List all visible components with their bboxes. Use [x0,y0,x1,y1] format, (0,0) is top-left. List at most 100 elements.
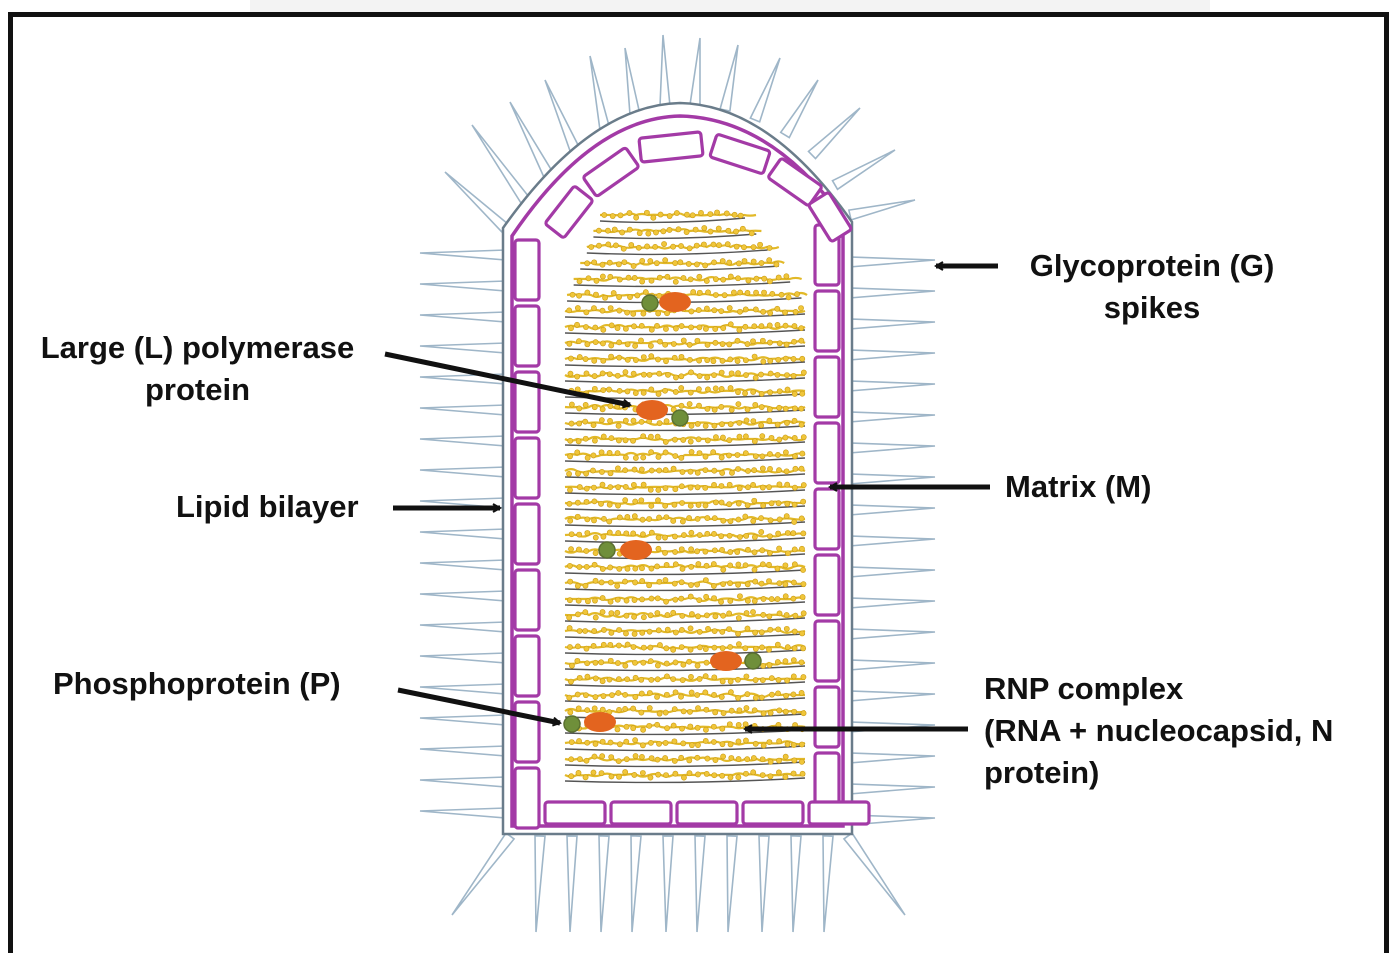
n-protein-bead [708,229,713,234]
n-protein-bead [616,707,621,712]
n-protein-bead [585,674,590,679]
n-protein-bead [585,740,590,745]
n-protein-bead [712,628,717,633]
n-protein-bead [567,625,572,630]
spike [759,836,769,932]
n-protein-bead [783,563,788,568]
n-protein-bead [712,675,717,680]
n-protein-bead [735,358,740,363]
n-protein-bead [799,546,804,551]
n-protein-bead [635,293,640,298]
spike [420,777,506,787]
label-glycoprotein-line1: Glycoprotein (G) [1012,245,1292,287]
n-protein-bead [649,677,654,682]
n-protein-bead [662,535,667,540]
n-protein-bead [616,438,621,443]
n-protein-bead [623,484,628,489]
n-protein-bead [737,534,742,539]
n-protein-bead [752,354,757,359]
n-protein-bead [632,660,637,665]
n-protein-bead [664,674,669,679]
n-protein-bead [633,455,638,460]
n-protein-bead [655,498,660,503]
n-protein-bead [657,642,662,647]
n-protein-bead [593,340,598,345]
n-protein-bead [799,326,804,331]
n-protein-bead [651,215,656,220]
n-protein-bead [745,407,750,412]
n-protein-bead [673,630,678,635]
n-protein-bead [688,469,693,474]
n-protein-bead [736,562,741,567]
n-protein-bead [633,753,638,758]
spike [849,319,935,329]
n-protein-bead [576,547,581,552]
n-protein-bead [783,406,788,411]
n-protein-bead [663,258,668,263]
n-protein-bead [760,466,765,471]
n-protein-bead [713,340,718,345]
n-protein-bead [776,770,781,775]
n-protein-bead [567,501,572,506]
matrix-unit [515,636,539,696]
n-protein-bead [649,354,654,359]
n-protein-bead [663,467,668,472]
n-protein-bead [732,212,737,217]
n-protein-bead [695,470,700,475]
n-protein-bead [576,339,581,344]
n-protein-bead [663,503,668,508]
n-protein-bead [792,454,797,459]
n-protein-bead [596,228,601,233]
n-protein-bead [640,532,645,537]
n-protein-bead [697,598,702,603]
n-protein-bead [800,356,805,361]
n-protein-bead [726,453,731,458]
n-protein-bead [752,708,757,713]
n-protein-bead [608,740,613,745]
n-protein-bead [672,534,677,539]
n-protein-bead [728,385,733,390]
n-protein-bead [679,580,684,585]
n-protein-bead [767,534,772,539]
n-protein-bead [760,678,765,683]
spike [660,35,670,106]
l-protein [636,400,668,420]
n-protein-bead [649,387,654,392]
n-protein-bead [767,279,772,284]
n-protein-bead [736,722,741,727]
n-protein-bead [590,468,595,473]
n-protein-bead [761,503,766,508]
n-protein-bead [718,599,723,604]
n-protein-bead [729,470,734,475]
n-protein-bead [656,741,661,746]
n-protein-bead [761,290,766,295]
n-protein-bead [695,743,700,748]
n-protein-bead [679,596,684,601]
n-protein-bead [711,692,716,697]
n-protein-bead [646,231,651,236]
n-protein-bead [568,326,573,331]
n-protein-bead [577,279,582,284]
n-protein-bead [799,742,804,747]
n-protein-bead [759,423,764,428]
matrix-unit [639,132,703,162]
n-protein-bead [728,422,733,427]
n-protein-bead [705,406,710,411]
n-protein-bead [695,421,700,426]
n-protein-bead [783,582,788,587]
n-protein-bead [702,225,707,230]
n-protein-bead [673,597,678,602]
n-protein-bead [569,757,574,762]
n-protein-bead [679,455,684,460]
n-protein-bead [759,630,764,635]
n-protein-bead [600,262,605,267]
n-protein-bead [639,419,644,424]
n-protein-bead [613,243,618,248]
n-protein-bead [631,418,636,423]
n-protein-bead [592,754,597,759]
n-protein-bead [600,739,605,744]
n-protein-bead [615,660,620,665]
n-protein-bead [691,289,696,294]
n-protein-bead [644,210,649,215]
n-protein-bead [631,706,636,711]
